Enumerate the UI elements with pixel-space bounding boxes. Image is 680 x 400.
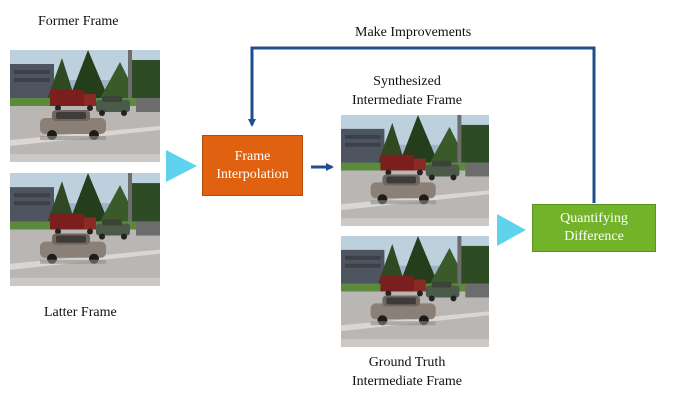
ground-truth-frame-label: Ground Truth Intermediate Frame bbox=[352, 353, 462, 391]
frame-interpolation-box: Frame Interpolation bbox=[202, 135, 303, 196]
synthesized-label-line1: Synthesized bbox=[373, 74, 441, 89]
compare-arrow-icon bbox=[497, 214, 526, 246]
input-arrow-icon bbox=[166, 150, 197, 182]
quantifying-line1: Quantifying bbox=[560, 211, 628, 226]
ground-truth-label-line2: Intermediate Frame bbox=[352, 374, 463, 389]
former-frame-label: Former Frame bbox=[38, 14, 119, 29]
feedback-loop-arrow bbox=[248, 46, 596, 203]
quantifying-difference-box: Quantifying Difference bbox=[532, 204, 656, 252]
frame-interpolation-line2: Interpolation bbox=[216, 166, 289, 182]
make-improvements-label: Make Improvements bbox=[355, 25, 472, 40]
latter-frame-label: Latter Frame bbox=[44, 305, 117, 320]
synthesized-frame-label: Synthesized Intermediate Frame bbox=[352, 72, 462, 110]
ground-truth-label-line1: Ground Truth bbox=[368, 355, 446, 370]
frame-interpolation-line1: Frame bbox=[234, 148, 271, 164]
quantifying-line2: Difference bbox=[564, 229, 624, 244]
synthesized-label-line2: Intermediate Frame bbox=[352, 93, 463, 108]
